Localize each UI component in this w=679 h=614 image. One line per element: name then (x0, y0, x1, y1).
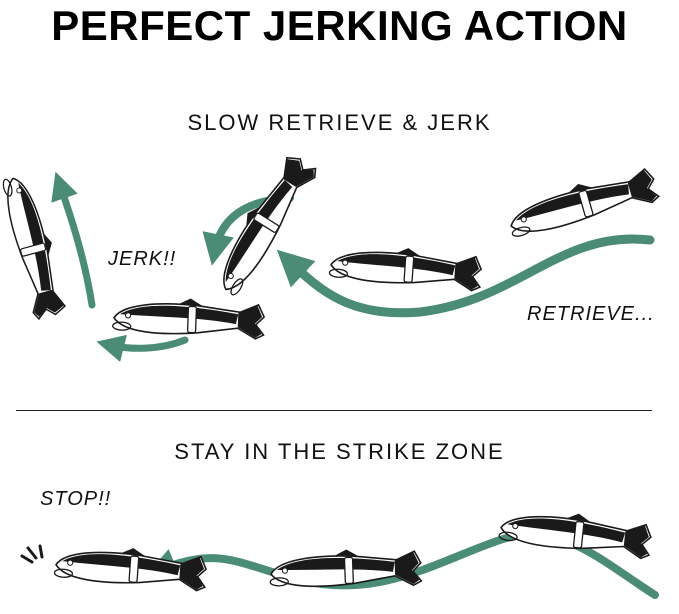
section-divider (16, 410, 652, 411)
lure-upper-right (503, 162, 661, 243)
stop-label: STOP!! (40, 488, 112, 510)
section-heading-retrieve-jerk: SLOW RETRIEVE & JERK (187, 110, 492, 135)
rise-arrow (51, 171, 96, 309)
retrieve-arrow (276, 234, 655, 318)
jerk-label: JERK!! (108, 248, 177, 270)
lure-bottom-left (111, 295, 266, 340)
page-title: PERFECT JERKING ACTION (51, 2, 628, 49)
lure-strike-middle (268, 546, 423, 591)
bottom-arrow (96, 334, 189, 362)
lure-strike-left (53, 541, 208, 592)
retrieve-label: RETRIEVE... (527, 303, 655, 325)
lure-strike-right (497, 504, 654, 560)
section-heading-strike-zone: STAY IN THE STRIKE ZONE (174, 439, 505, 464)
lure-middle-right (328, 241, 483, 292)
stop-burst-icon (20, 544, 44, 564)
